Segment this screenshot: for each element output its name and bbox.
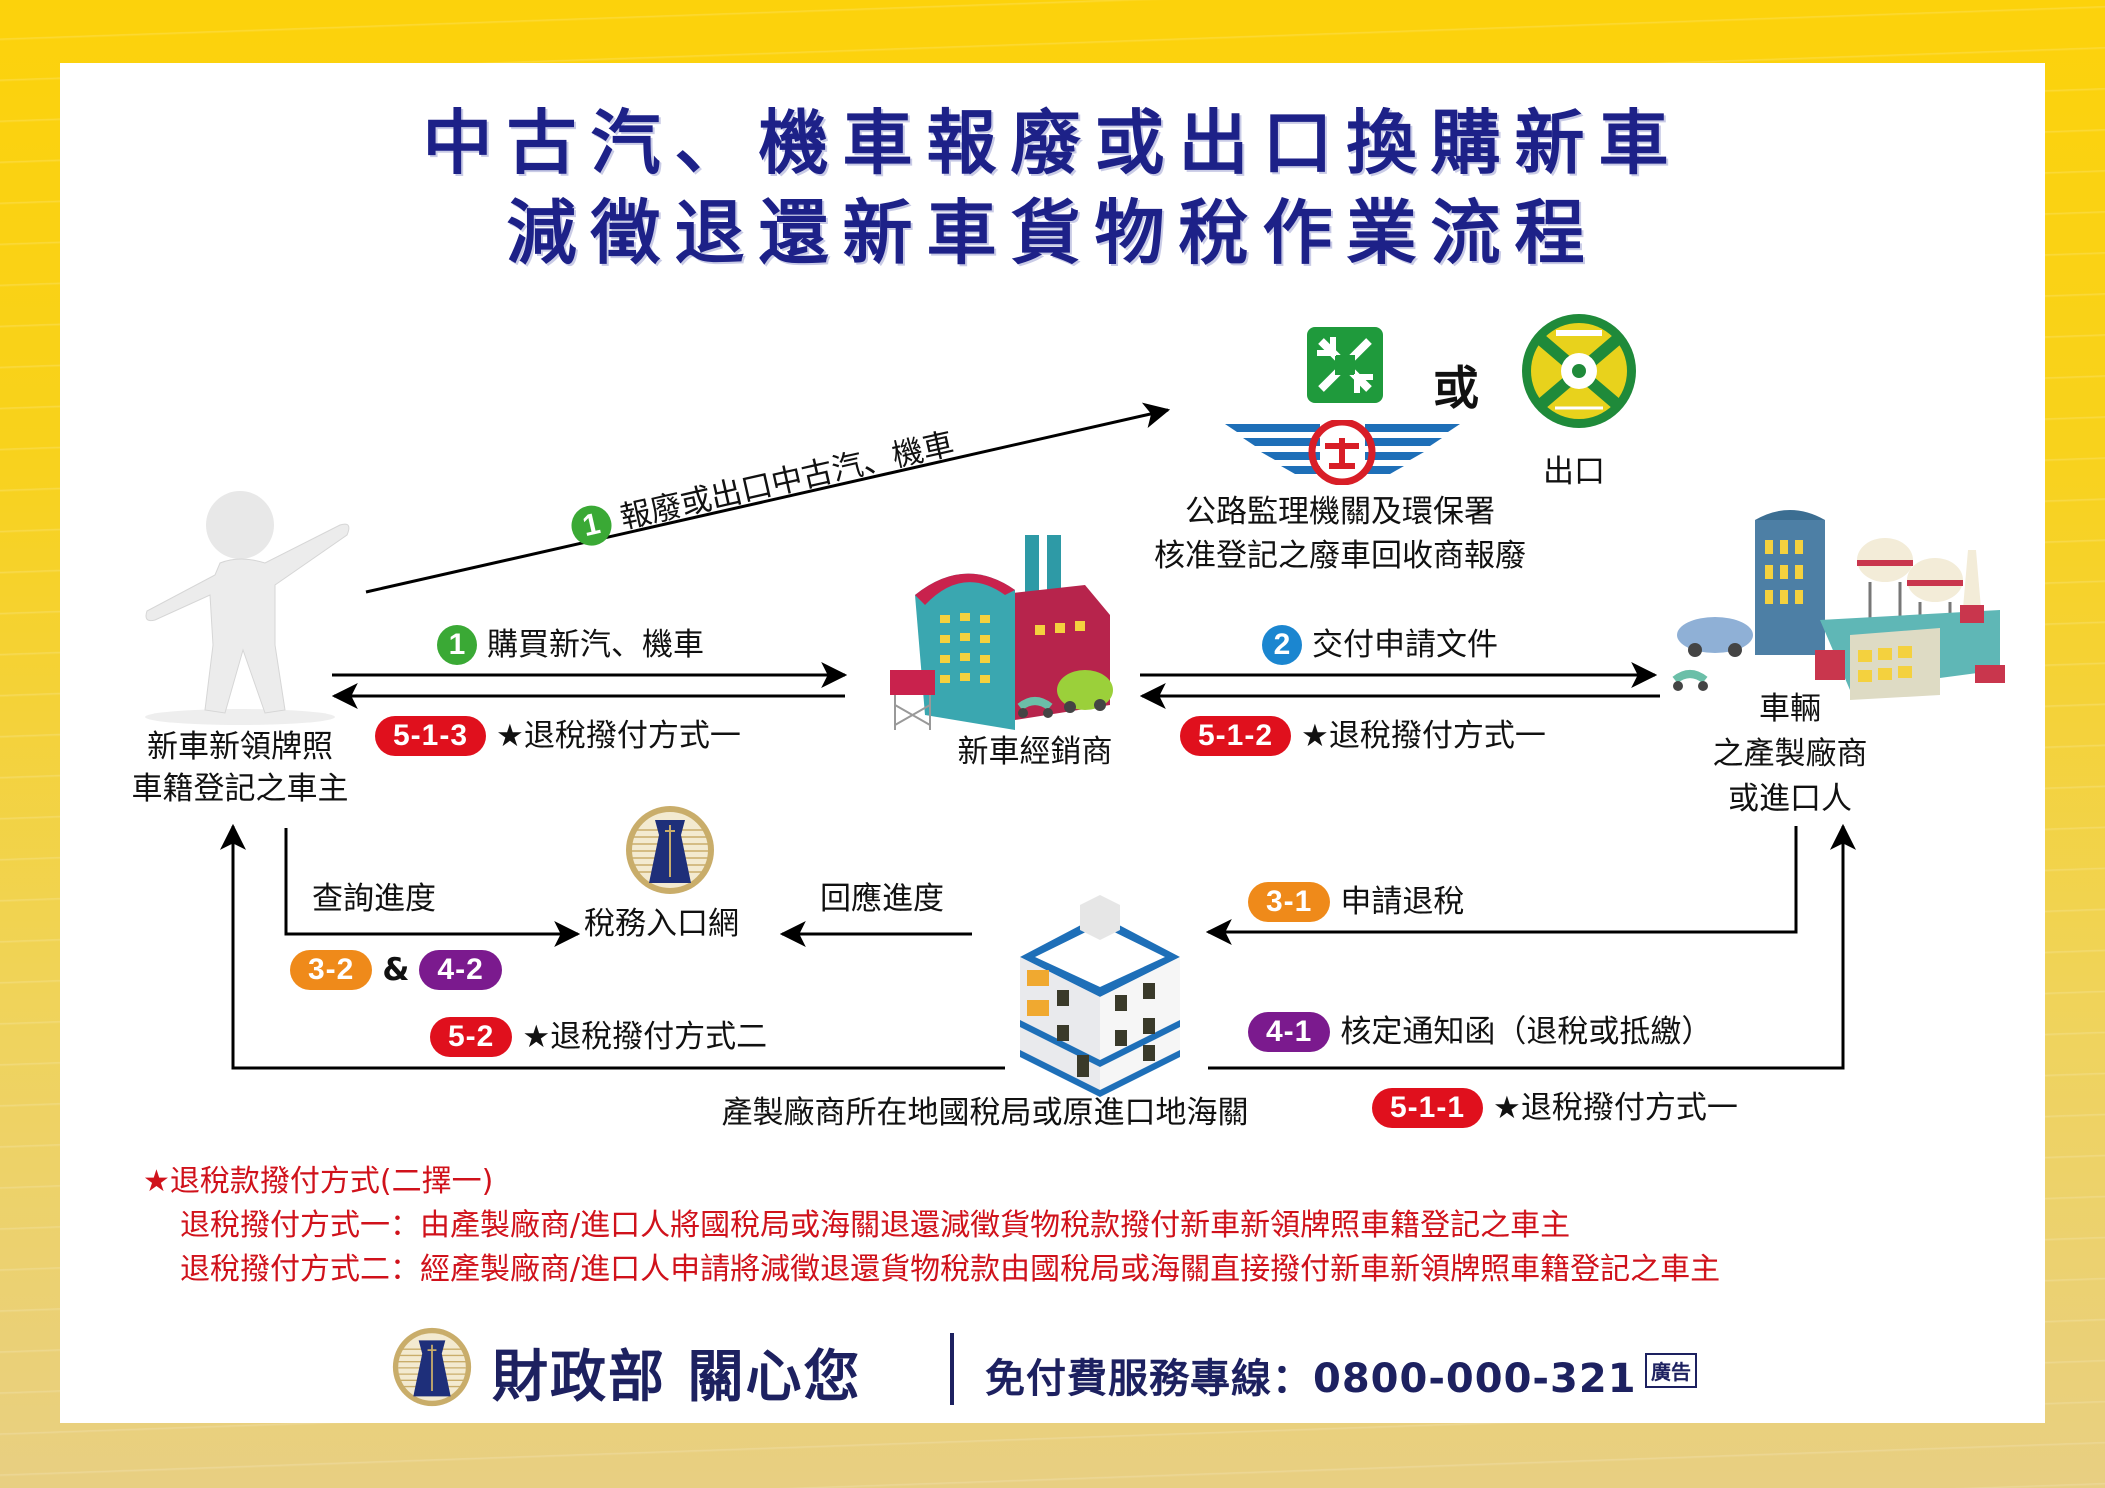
ampersand: &: [382, 951, 410, 988]
step-2: 2 交付申請文件: [1262, 625, 1498, 665]
step-text: 核定通知函（退稅或抵繳）: [1340, 1013, 1713, 1050]
step-text: ★退稅撥付方式一: [1301, 717, 1546, 754]
step-badge-4-2: 4-2: [419, 950, 502, 990]
manufacturer-factory-icon: [1670, 500, 2010, 710]
step-text: 購買新汽、機車: [487, 626, 704, 663]
step-3-2-and-4-2: 3-2 & 4-2: [290, 950, 502, 990]
step-badge-4-1: 4-1: [1248, 1012, 1331, 1052]
or-label: 或: [1433, 361, 1479, 415]
step-5-1-2: 5-1-2 ★退稅撥付方式一: [1180, 716, 1546, 756]
epa-recycle-logo-icon: [1305, 325, 1385, 405]
tax-office-label: 產製廠商所在地國稅局或原進口地海關: [721, 1095, 1249, 1131]
dealer-factory-icon: [885, 535, 1135, 735]
title-line-1: 中古汽、機車報廢或出口換購新車: [422, 101, 1683, 184]
step-text: ★退稅撥付方式一: [1493, 1089, 1738, 1126]
step-text: 交付申請文件: [1312, 626, 1498, 663]
step-5-1-1: 5-1-1 ★退稅撥付方式一: [1372, 1088, 1738, 1128]
mof-footer-emblem-icon: [392, 1327, 472, 1407]
highway-bureau-logo-icon: [1225, 418, 1460, 486]
query-progress-label: 查詢進度: [312, 881, 436, 917]
step-text: ★退稅撥付方式一: [496, 717, 741, 754]
manufacturer-label-line-1: 車輛: [1759, 691, 1821, 727]
step-badge-5-1-2: 5-1-2: [1180, 716, 1292, 756]
step-badge-5-1-3: 5-1-3: [375, 716, 487, 756]
step-badge-3-2: 3-2: [290, 950, 373, 990]
refund-method-2: 退稅撥付方式二：經產製廠商/進口人申請將減徵退還貨物稅款由國稅局或海關直接撥付新…: [180, 1252, 1721, 1287]
export-label: 出口: [1543, 454, 1605, 490]
title-line-2: 減徵退還新車貨物稅作業流程: [506, 191, 1599, 274]
manufacturer-label-line-2: 之產製廠商: [1712, 736, 1868, 772]
step-5-1-3: 5-1-3 ★退稅撥付方式一: [375, 716, 741, 756]
tax-portal-label: 稅務入口網: [584, 906, 739, 942]
scrap-label-line-1: 公路監理機關及環保署: [1185, 494, 1495, 530]
step-badge-5-1-1: 5-1-1: [1372, 1088, 1484, 1128]
owner-person-icon: [125, 485, 355, 725]
step-text: ★退稅撥付方式二: [522, 1018, 768, 1055]
mof-emblem-icon: [625, 805, 715, 895]
dealer-label: 新車經銷商: [957, 734, 1113, 770]
footer-brand: 財政部 關心您: [492, 1345, 862, 1410]
step-3-1: 3-1 申請退稅: [1248, 882, 1464, 922]
customs-emblem-logo-icon: [1520, 312, 1638, 430]
owner-label-line-2: 車籍登記之車主: [131, 771, 349, 807]
owner-label-line-1: 新車新領牌照: [147, 729, 333, 765]
step-badge-1: 1: [437, 625, 477, 665]
footer-divider: [950, 1333, 954, 1405]
respond-progress-label: 回應進度: [820, 881, 944, 917]
footer-hotline: 免付費服務專線：0800-000-321: [985, 1356, 1637, 1402]
step-badge-2: 2: [1262, 625, 1302, 665]
ad-tag: 廣告: [1645, 1353, 1697, 1388]
refund-method-1: 退稅撥付方式一：由產製廠商/進口人將國稅局或海關退還減徵貨物稅款撥付新車新領牌照…: [180, 1208, 1571, 1243]
office-building-icon: [1015, 885, 1185, 1100]
step-1-buy: 1 購買新汽、機車: [437, 625, 704, 665]
step-badge-3-1: 3-1: [1248, 882, 1331, 922]
step-5-2: 5-2 ★退稅撥付方式二: [430, 1017, 767, 1057]
step-badge-5-2: 5-2: [430, 1017, 513, 1057]
step-4-1: 4-1 核定通知函（退稅或抵繳）: [1248, 1012, 1712, 1052]
step-text: 申請退稅: [1340, 883, 1465, 920]
refund-methods-heading: ★退稅款撥付方式(二擇一): [143, 1164, 494, 1199]
scrap-label-line-2: 核准登記之廢車回收商報廢: [1154, 538, 1526, 574]
manufacturer-label-line-3: 或進口人: [1728, 781, 1852, 817]
